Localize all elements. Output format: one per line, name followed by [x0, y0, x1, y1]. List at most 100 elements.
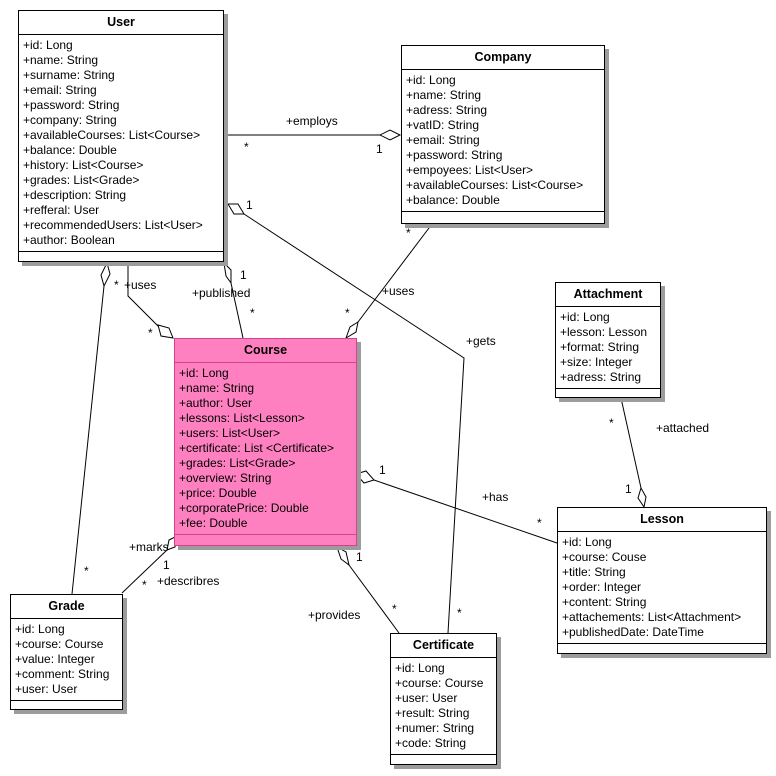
- class-attachment[interactable]: Attachment +id: Long+lesson: Lesson+form…: [555, 282, 661, 398]
- mult-user-grade-user: *: [114, 278, 119, 292]
- attribute-item: +fee: Double: [179, 516, 248, 530]
- attribute-item: +users: List<User>: [179, 426, 281, 440]
- edge-gets: [243, 213, 465, 634]
- attribute-item: +name: String: [406, 88, 482, 102]
- mult-attached-attachment: *: [609, 416, 614, 430]
- label-marks: +marks: [129, 540, 169, 554]
- attribute-item: +numer: String: [395, 721, 475, 735]
- operations-compartment: [556, 389, 660, 397]
- label-gets: +gets: [466, 334, 496, 348]
- attribute-item: +price: Double: [179, 486, 257, 500]
- class-title: Attachment: [556, 283, 660, 307]
- diamond-user-published: [223, 261, 232, 285]
- class-certificate[interactable]: Certificate +id: Long+course: Course+use…: [390, 633, 497, 765]
- attribute-item: +name: String: [179, 381, 255, 395]
- attribute-item: +history: List<Course>: [23, 158, 144, 172]
- edge-provides: [348, 564, 400, 634]
- attribute-item: +attachements: List<Attachment>: [562, 610, 742, 624]
- attribute-item: +empoyees: List<User>: [406, 163, 534, 177]
- class-course[interactable]: Course +id: Long+name: String+author: Us…: [174, 338, 357, 546]
- attribute-item: +balance: Double: [23, 143, 117, 157]
- operations-compartment: [402, 212, 604, 220]
- mult-company-uses-company: *: [406, 226, 411, 240]
- diamond-course-has: [355, 470, 375, 484]
- attribute-item: +course: Course: [15, 637, 104, 651]
- class-grade[interactable]: Grade +id: Long+course: Course+value: In…: [10, 594, 123, 710]
- class-company[interactable]: Company +id: Long+name: String+adress: S…: [401, 45, 605, 224]
- attribute-item: +order: Integer: [562, 580, 642, 594]
- class-title: Course: [175, 339, 356, 363]
- class-user[interactable]: User +id: Long+name: String+surname: Str…: [18, 10, 224, 262]
- operations-compartment: [11, 701, 122, 709]
- attribute-item: +corporatePrice: Double: [179, 501, 309, 515]
- attribute-item: +publishedDate: DateTime: [562, 625, 704, 639]
- class-title: Grade: [11, 595, 122, 619]
- label-employs: +employs: [286, 114, 338, 128]
- edge-published: [230, 282, 244, 339]
- attribute-item: +email: String: [23, 83, 97, 97]
- attribute-item: +password: String: [406, 148, 503, 162]
- attribute-item: +lessons: List<Lesson>: [179, 411, 305, 425]
- attribute-item: +overview: String: [179, 471, 272, 485]
- label-user-uses: +uses: [124, 278, 157, 292]
- edge-marks: [121, 549, 168, 594]
- mult-employs-company: 1: [376, 142, 383, 156]
- attribute-item: +description: String: [23, 188, 127, 202]
- attribute-item: +content: String: [562, 595, 647, 609]
- operations-compartment: [175, 535, 356, 543]
- attribute-item: +id: Long: [406, 73, 456, 87]
- mult-user-uses-course: *: [148, 326, 153, 340]
- attribute-item: +id: Long: [395, 661, 445, 675]
- mult-has-lesson: *: [537, 516, 542, 530]
- attribute-list: +id: Long+course: Course+value: Integer+…: [11, 619, 122, 701]
- attribute-item: +code: String: [395, 736, 467, 750]
- attribute-item: +balance: Double: [406, 193, 500, 207]
- class-title: Certificate: [391, 634, 496, 658]
- label-provides: +provides: [308, 608, 361, 622]
- mult-published-user: 1: [240, 268, 247, 282]
- attribute-item: +grades: List<Grade>: [23, 173, 140, 187]
- label-describes: +describres: [157, 574, 220, 588]
- class-lesson[interactable]: Lesson +id: Long+course: Couse+title: St…: [557, 507, 767, 654]
- diamond-company-employs: [378, 129, 402, 141]
- attribute-list: +id: Long+lesson: Lesson+format: String+…: [556, 307, 660, 389]
- mult-employs-user: *: [244, 140, 249, 154]
- label-attached: +attached: [656, 421, 710, 435]
- attribute-item: +grades: List<Grade>: [179, 456, 296, 470]
- attribute-item: +user: User: [395, 691, 458, 705]
- edge-company-uses: [357, 223, 433, 323]
- attribute-item: +author: Boolean: [23, 233, 115, 247]
- edge-user-uses: [127, 262, 161, 329]
- diamond-user-grade: [100, 261, 111, 288]
- mult-marks-course: 1: [163, 558, 170, 572]
- attribute-item: +value: Integer: [15, 652, 95, 666]
- mult-company-uses-course: *: [345, 306, 350, 320]
- edge-user-grade: [71, 285, 105, 595]
- class-title: Lesson: [558, 508, 766, 532]
- diamond-course-provides: [336, 545, 350, 567]
- attribute-item: +id: Long: [560, 310, 610, 324]
- diamond-course-uses: [157, 324, 174, 339]
- attribute-item: +course: Couse: [562, 550, 647, 564]
- attribute-item: +id: Long: [15, 622, 65, 636]
- attribute-item: +result: String: [395, 706, 470, 720]
- attribute-item: +name: String: [23, 53, 99, 67]
- class-title: Company: [402, 46, 604, 70]
- attribute-item: +surname: String: [23, 68, 115, 82]
- attribute-list: +id: Long+name: String+surname: String+e…: [19, 35, 223, 252]
- attribute-item: +availableCourses: List<Course>: [23, 128, 201, 142]
- attribute-item: +size: Integer: [560, 355, 633, 369]
- attribute-item: +adress: String: [406, 103, 488, 117]
- attribute-item: +format: String: [560, 340, 640, 354]
- attribute-item: +availableCourses: List<Course>: [406, 178, 584, 192]
- mult-provides-certificate: *: [392, 602, 397, 616]
- diamond-lesson-attached: [637, 486, 647, 509]
- attribute-list: +id: Long+course: Course+user: User+resu…: [391, 658, 496, 755]
- attribute-item: +title: String: [562, 565, 626, 579]
- attribute-item: +comment: String: [15, 667, 110, 681]
- attribute-item: +email: String: [406, 133, 480, 147]
- label-company-uses: +uses: [382, 284, 415, 298]
- attribute-item: +recommendedUsers: List<User>: [23, 218, 203, 232]
- attribute-list: +id: Long+name: String+author: User+less…: [175, 363, 356, 535]
